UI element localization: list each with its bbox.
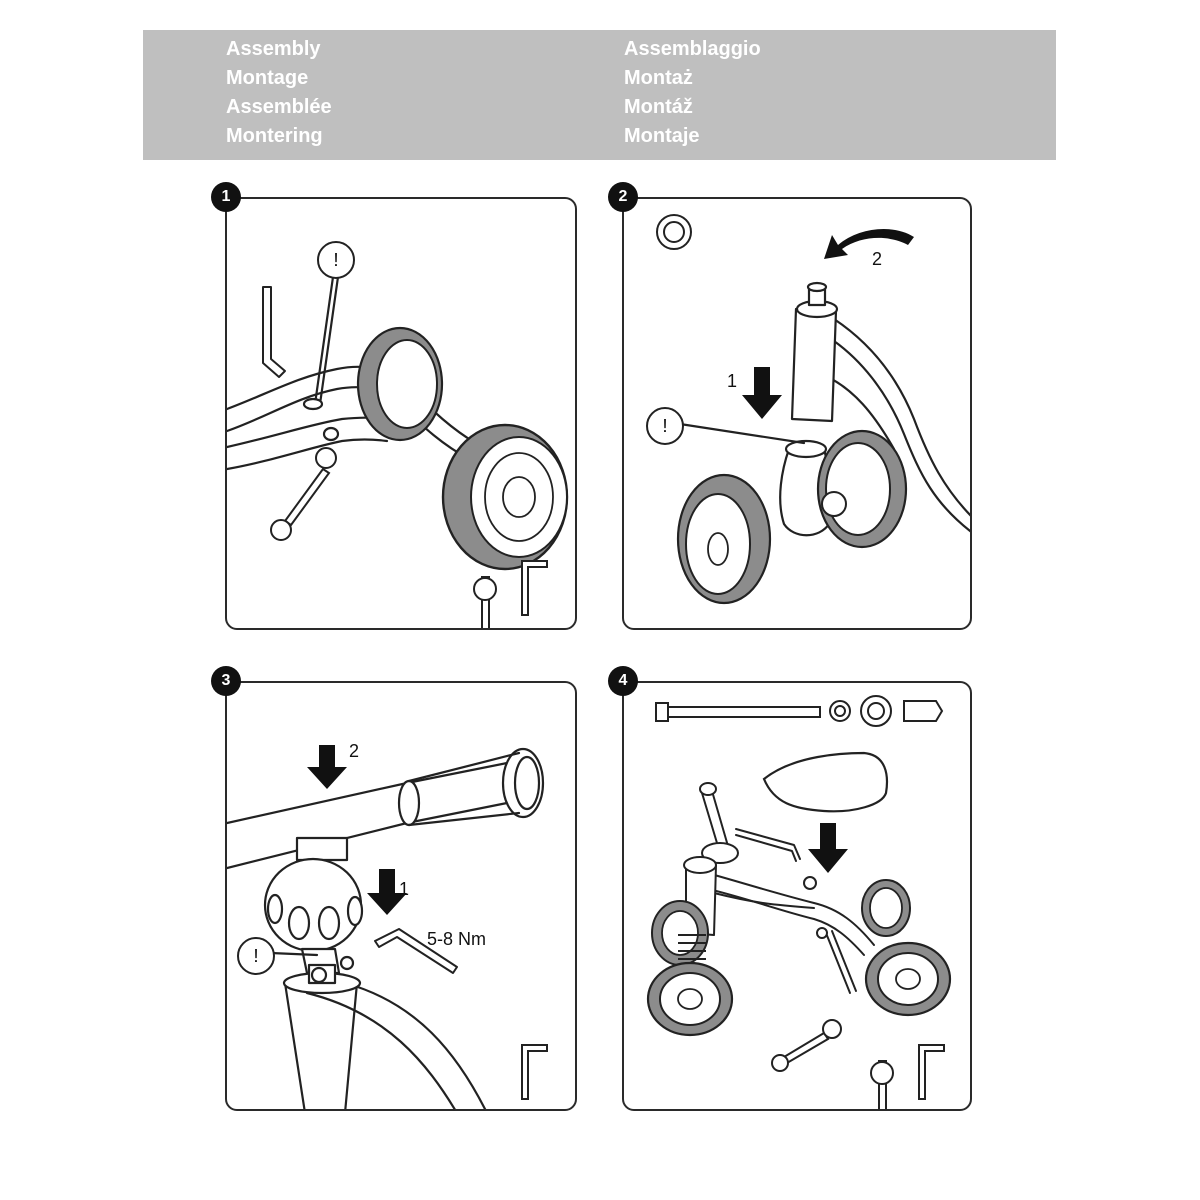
title-pl: Montaż	[624, 67, 693, 89]
step-2-badge: 2	[608, 182, 638, 212]
title-fr: Assemblée	[226, 96, 332, 118]
title-en: Assembly	[226, 38, 321, 60]
seat-icon	[762, 751, 889, 813]
title-cs: Montáž	[624, 96, 693, 118]
hex-key-tool	[521, 1044, 548, 1100]
step-3-badge: 3	[211, 666, 241, 696]
title-de: Montage	[226, 67, 309, 89]
step-2-panel: 2 1 !	[622, 197, 972, 630]
title-sv: Montering	[226, 125, 323, 147]
step-4-badge: 4	[608, 666, 638, 696]
step-4-illustration	[646, 695, 952, 1109]
notice-icon: !	[317, 241, 355, 279]
wrench-icon	[270, 447, 337, 541]
notice-icon: !	[237, 937, 275, 975]
down-arrow-icon	[808, 823, 848, 873]
step-2-illustration	[656, 214, 970, 605]
down-arrow-icon	[742, 367, 782, 419]
step-3-panel: 2 1 5-8 Nm !	[225, 681, 577, 1111]
step-1-illustration	[227, 275, 569, 628]
title-it: Assemblaggio	[624, 38, 761, 60]
bolt-icon	[655, 702, 669, 722]
arrow-label-2: 2	[872, 249, 883, 269]
nut-icon	[903, 700, 944, 722]
wrench-icon	[771, 1019, 842, 1072]
arrow-label-2: 2	[349, 741, 360, 761]
hex-key-icon	[374, 928, 458, 974]
rotate-arrow-icon	[824, 229, 914, 259]
header-band: Assembly Montage Assemblée Montering Ass…	[143, 30, 1056, 160]
step-4-panel	[622, 681, 972, 1111]
header-titles-right: Assemblaggio Montaż Montáž Montaje	[624, 35, 761, 151]
hex-key-tool	[918, 1044, 945, 1100]
title-es: Montaje	[624, 125, 700, 147]
notice-icon: !	[646, 407, 684, 445]
washer-icon	[656, 214, 692, 250]
step-1-panel: !	[225, 197, 577, 630]
arrow-label-1: 1	[727, 371, 738, 391]
torque-label: 5-8 Nm	[427, 929, 487, 949]
step-1-badge: 1	[211, 182, 241, 212]
hex-key-icon	[262, 286, 286, 378]
front-wheel-icon	[441, 423, 569, 571]
header-titles-left: Assembly Montage Assemblée Montering	[226, 35, 332, 151]
down-arrow-icon	[367, 869, 407, 915]
arrow-label-1: 1	[399, 879, 410, 899]
down-arrow-icon	[307, 745, 347, 789]
step-3-illustration	[227, 745, 548, 1109]
hex-key-tool	[521, 560, 548, 616]
rear-wheel-icon	[356, 326, 444, 442]
